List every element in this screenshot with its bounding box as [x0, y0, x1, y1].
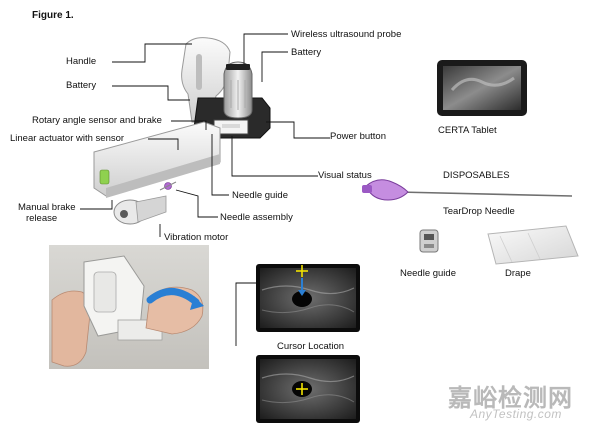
visual-status-led: [222, 124, 240, 128]
power-button-label: Power button: [330, 131, 386, 142]
needle-guide-main-label: Needle guide: [232, 190, 288, 201]
watermark-english: AnyTesting.com: [470, 407, 562, 421]
callout-lines: [80, 33, 330, 237]
manual-brake-label-1: Manual brake: [18, 202, 76, 213]
needle-guide-disposable-label: Needle guide: [400, 268, 456, 279]
linear-actuator-label: Linear actuator with sensor: [10, 133, 125, 144]
drape: [487, 225, 579, 265]
visual-status-label: Visual status: [318, 170, 372, 181]
teardrop-needle-label: TearDrop Needle: [443, 206, 515, 217]
vibration-motor-label: Vibration motor: [164, 232, 229, 243]
main-device: [93, 37, 271, 225]
teardrop-needle: [362, 179, 573, 201]
wireless-probe-label: Wireless ultrasound probe: [291, 29, 402, 40]
ultrasound-image-bottom: [256, 355, 360, 423]
disposables-label: DISPOSABLES: [443, 170, 510, 181]
ultrasound-image-top: [256, 264, 360, 332]
certa-tablet-label: CERTA Tablet: [438, 125, 497, 136]
needle-assembly-label: Needle assembly: [220, 212, 293, 223]
needle-guide-disposable: [419, 229, 439, 253]
figure-title: Figure 1.: [32, 10, 74, 21]
handle-label: Handle: [66, 56, 97, 67]
battery-right-label: Battery: [291, 47, 322, 58]
rotation-arrow: [146, 288, 200, 306]
drape-label: Drape: [505, 268, 531, 279]
cursor-location-label: Cursor Location: [277, 341, 345, 352]
rotary-sensor-label: Rotary angle sensor and brake: [32, 115, 162, 126]
handle-grip: [196, 54, 202, 90]
watermark-chinese: 嘉峪检测网: [448, 385, 573, 412]
manual-brake-label-2: release: [26, 213, 58, 224]
hand-photo: [49, 245, 209, 369]
battery-left-label: Battery: [66, 80, 97, 91]
certa-tablet: [437, 60, 527, 116]
green-indicator: [99, 169, 110, 185]
